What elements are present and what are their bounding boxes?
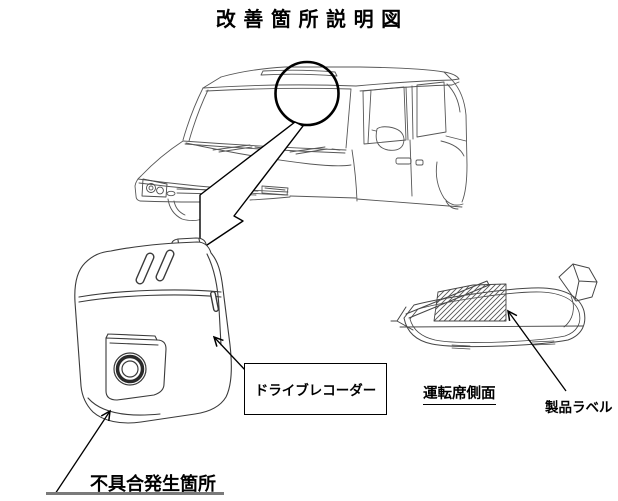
side-button (210, 291, 219, 312)
defect-pointer-arrow (54, 411, 110, 495)
callout-circle (274, 60, 340, 127)
product-label-hatched-area (433, 283, 507, 322)
mount-bracket (558, 263, 598, 302)
driver-side-view-label: 運転席側面 (423, 382, 496, 405)
vent-slots (135, 249, 175, 285)
drive-recorder-pointer-arrow (214, 337, 247, 372)
hollow-arrow (199, 121, 304, 248)
camera-lens (105, 333, 167, 401)
drive-recorder-illustration (74, 237, 232, 424)
drive-recorder-label: ドライブレコーダー (254, 383, 377, 398)
defect-location-underline (46, 492, 224, 495)
vehicle-illustration (134, 66, 468, 222)
side-view-illustration (390, 263, 598, 350)
drive-recorder-label-box: ドライブレコーダー (244, 363, 387, 415)
product-label-text: 製品ラベル (545, 400, 613, 415)
defect-location-label: 不具合発生箇所 (90, 474, 216, 494)
product-label-pointer-arrow (508, 311, 567, 392)
diagram-title: 改 善 箇 所 説 明 図 (215, 9, 403, 31)
